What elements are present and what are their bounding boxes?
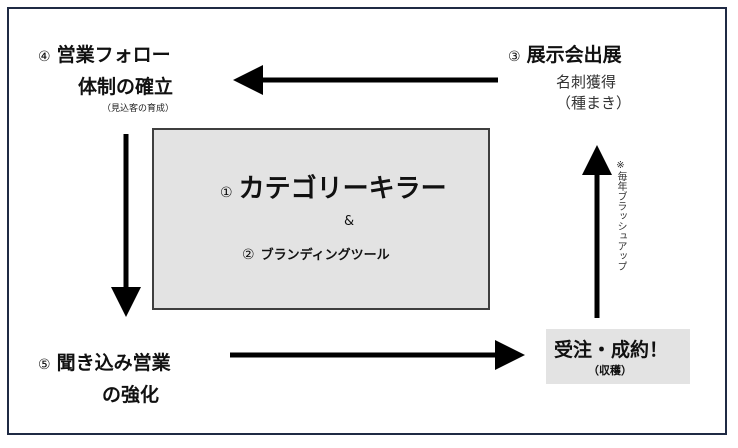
center-box: ① カテゴリーキラー & ② ブランディングツール xyxy=(152,128,490,310)
center-subtitle: ② ブランディングツール xyxy=(242,244,390,263)
center-number2: ② xyxy=(242,247,255,263)
step4-label: ④ 営業フォロー xyxy=(38,40,238,67)
step3-title: 展示会出展 xyxy=(526,44,622,66)
step4-line1: 営業フォロー xyxy=(56,44,171,66)
center-ampersand: & xyxy=(344,214,355,229)
center-subtitle-text: ブランディングツール xyxy=(260,248,390,263)
step3-number: ③ xyxy=(508,49,521,65)
step4-sub: （見込客の育成） xyxy=(102,104,175,114)
center-title-text: カテゴリーキラー xyxy=(238,174,447,204)
center-title: ① カテゴリーキラー xyxy=(220,168,447,205)
step4-line2: 体制の確立 xyxy=(78,76,174,98)
diagram-frame xyxy=(7,7,727,435)
result-box: 受注・成約！ （収穫） xyxy=(546,329,690,384)
step5-line1: 聞き込み営業 xyxy=(56,352,171,374)
result-sub: （収穫） xyxy=(588,364,632,377)
step5-line2: の強化 xyxy=(102,384,160,406)
step3-label: ③ 展示会出展 xyxy=(508,40,708,67)
result-title: 受注・成約！ xyxy=(554,339,669,361)
step4-number: ④ xyxy=(38,49,51,65)
step3-line3: （種まき） xyxy=(556,94,632,112)
annual-refresh-note: ※毎年ブラッシュアップ xyxy=(615,160,626,271)
step5-number: ⑤ xyxy=(38,357,51,373)
step3-line2: 名刺獲得 xyxy=(556,73,617,91)
center-number1: ① xyxy=(220,185,233,201)
step5-label: ⑤ 聞き込み営業 xyxy=(38,348,238,375)
